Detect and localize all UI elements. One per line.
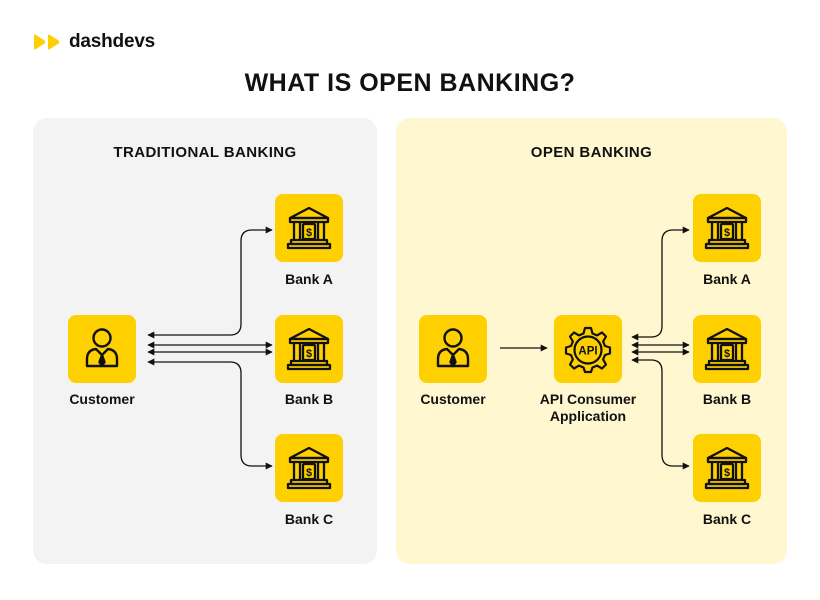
open-customer-node <box>419 315 487 383</box>
open-bank-a-node: $ <box>693 194 761 262</box>
svg-text:$: $ <box>724 467 730 479</box>
bank-building-icon: $ <box>286 206 332 250</box>
person-tie-icon <box>85 328 119 368</box>
open-api-label-line1: API Consumer <box>539 391 637 407</box>
bank-building-icon: $ <box>286 446 332 490</box>
open-api-label: API Consumer Application <box>518 391 658 425</box>
traditional-bank-a-node: $ <box>275 194 343 262</box>
open-api-label-line2: Application <box>549 408 627 424</box>
bank-building-icon: $ <box>286 327 332 371</box>
open-bank-b-label: Bank B <box>702 391 752 407</box>
open-bank-c-node: $ <box>693 434 761 502</box>
traditional-panel-title: TRADITIONAL BANKING <box>113 144 297 161</box>
api-icon-text: API <box>578 346 597 358</box>
bank-building-icon: $ <box>704 327 750 371</box>
open-panel-title: OPEN BANKING <box>530 144 653 161</box>
traditional-bank-a-label: Bank A <box>285 271 333 287</box>
traditional-bank-b-node: $ <box>275 315 343 383</box>
traditional-customer-node <box>68 315 136 383</box>
traditional-customer-label: Customer <box>69 391 135 407</box>
person-tie-icon <box>436 328 470 368</box>
brand-logo: dashdevs <box>33 31 156 52</box>
svg-text:$: $ <box>724 227 730 239</box>
open-api-node: API <box>554 315 622 383</box>
svg-text:$: $ <box>724 348 730 360</box>
logo-chevrons-icon <box>34 34 60 50</box>
open-bank-c-label: Bank C <box>702 511 752 527</box>
traditional-bank-c-label: Bank C <box>284 511 334 527</box>
page-title: WHAT IS OPEN BANKING? <box>244 69 576 97</box>
svg-text:$: $ <box>306 348 312 360</box>
svg-text:$: $ <box>306 227 312 239</box>
open-customer-label: Customer <box>420 391 486 407</box>
open-bank-a-label: Bank A <box>703 271 751 287</box>
brand-name: dashdevs <box>69 31 156 52</box>
traditional-bank-b-label: Bank B <box>284 391 334 407</box>
bank-building-icon: $ <box>704 446 750 490</box>
api-gear-icon: API <box>564 326 612 374</box>
traditional-bank-c-node: $ <box>275 434 343 502</box>
open-bank-b-node: $ <box>693 315 761 383</box>
bank-building-icon: $ <box>704 206 750 250</box>
svg-text:$: $ <box>306 467 312 479</box>
